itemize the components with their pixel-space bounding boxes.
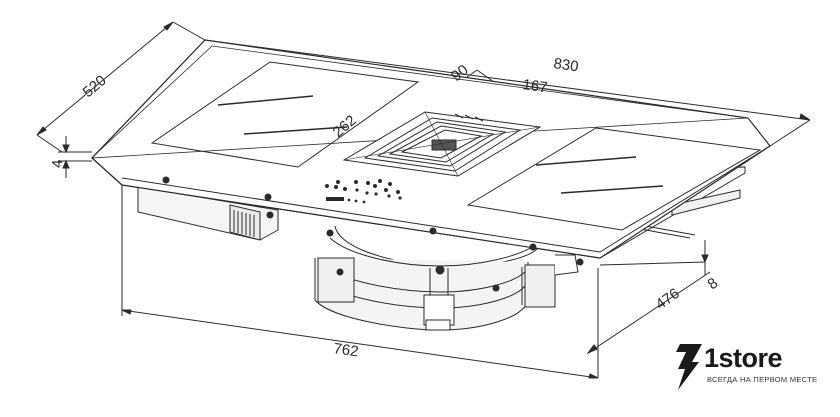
brand-logo-text: 1store (704, 343, 783, 373)
dim-label-762: 762 (332, 340, 359, 360)
dim-label-4: 4 (49, 160, 66, 168)
dim-label-520: 520 (80, 72, 110, 101)
dim-label-476: 476 (653, 285, 683, 313)
touch-controls (325, 179, 402, 204)
front-edge-screws (162, 176, 584, 266)
dim-line-520 (36, 21, 206, 153)
fan-motor-assembly (314, 225, 579, 331)
electronics-box (137, 186, 279, 241)
dim-line-4 (58, 136, 92, 178)
dim-label-167: 167 (521, 76, 548, 96)
cooking-zone-left (150, 61, 420, 168)
support-rod (639, 189, 741, 239)
cooking-zone-right (466, 127, 762, 231)
dim-label-90: 90 (448, 61, 472, 85)
dim-label-8: 8 (705, 275, 722, 294)
dim-label-830: 830 (552, 55, 579, 75)
dim-line-762 (121, 185, 599, 379)
dim-line-476 (586, 240, 711, 355)
lightning-logo-icon (676, 344, 702, 390)
brand-tagline: ВСЕГДА НА ПЕРВОМ МЕСТЕ (707, 375, 818, 384)
vent-grille (342, 111, 542, 177)
